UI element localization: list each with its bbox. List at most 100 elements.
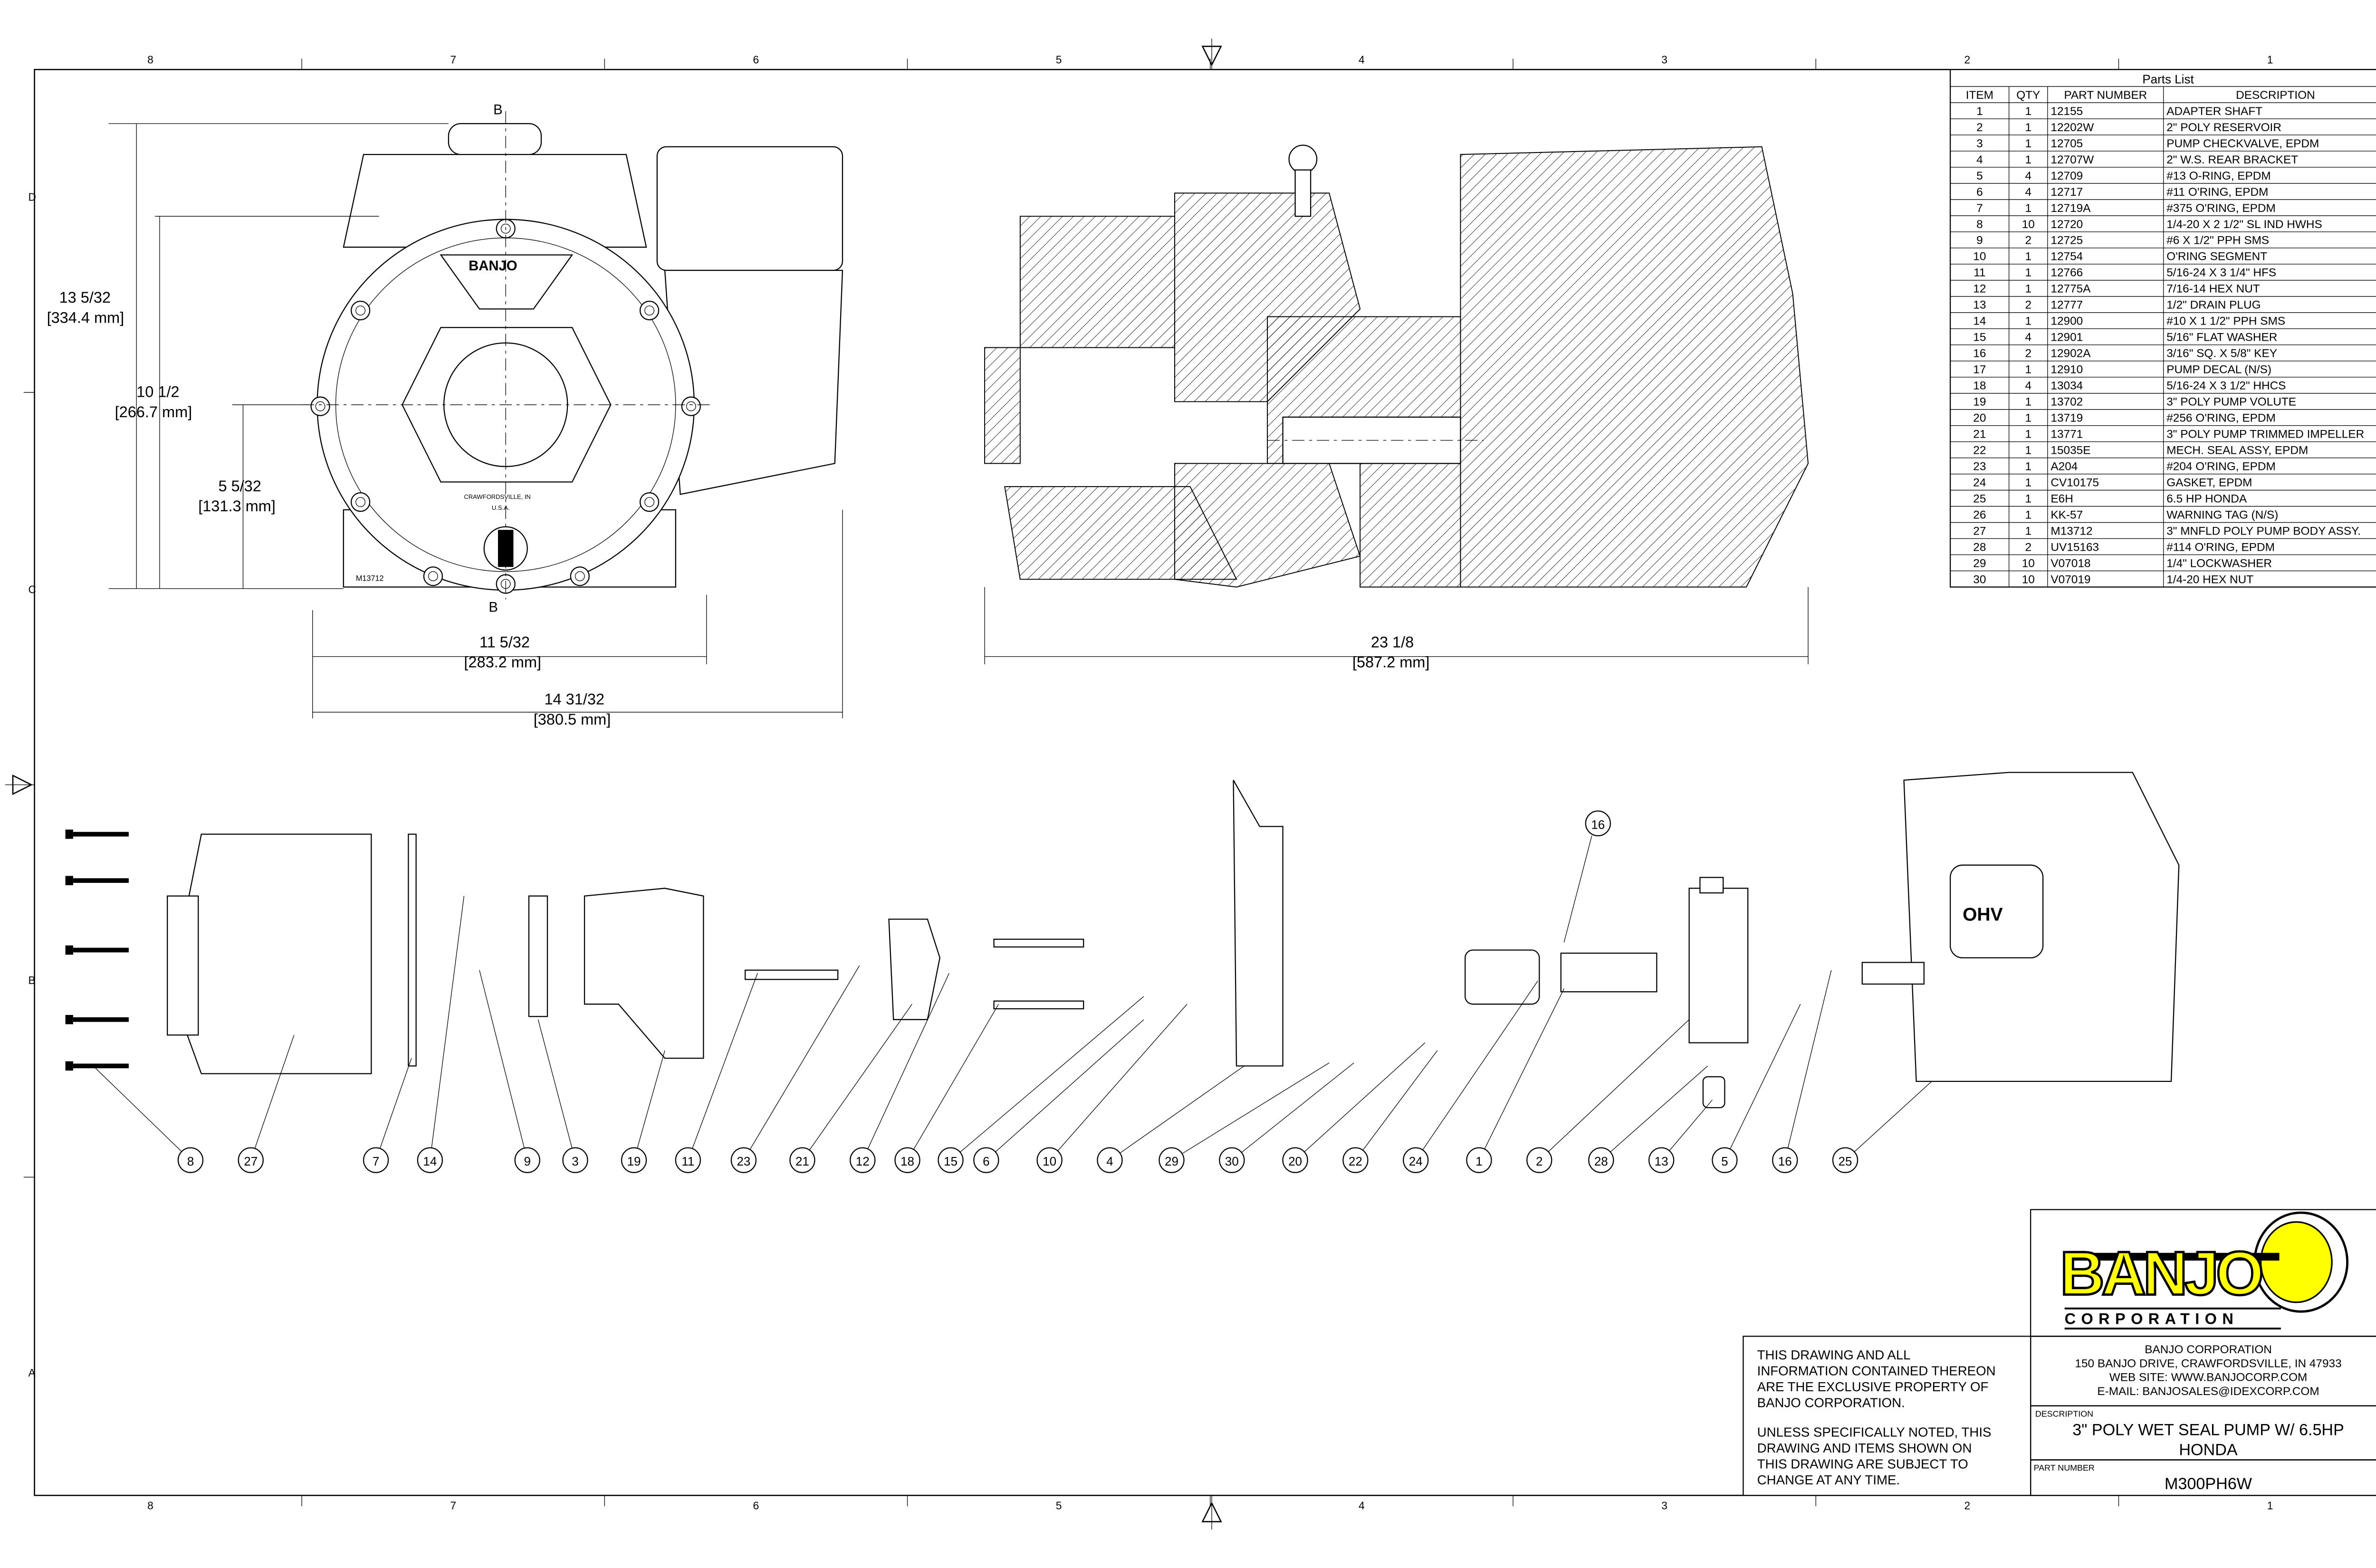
balloon: 3 — [537, 1019, 588, 1173]
zone-column-label: 2 — [1964, 53, 1971, 66]
item-cell: 22 — [1973, 444, 1986, 457]
bolt-icon — [65, 829, 129, 839]
balloon-label: 15 — [944, 1154, 958, 1168]
balloon: 12 — [850, 973, 949, 1173]
qty-cell: 2 — [2025, 234, 2031, 247]
part-number-cell: 12155 — [2050, 105, 2083, 118]
balloon-label: 18 — [901, 1154, 914, 1168]
part-number-label: PART NUMBER — [2034, 1463, 2095, 1472]
part-number-cell: 13034 — [2050, 380, 2083, 392]
balloon-label: 22 — [1349, 1154, 1362, 1168]
part-number: M300PH6W — [2165, 1475, 2252, 1493]
qty-cell: 1 — [2025, 363, 2031, 376]
qty-cell: 1 — [2025, 476, 2031, 489]
part-number-cell: 12705 — [2050, 137, 2083, 150]
part-number-cell: 12707W — [2050, 153, 2094, 166]
part-number-cell: 15035E — [2050, 444, 2090, 457]
balloon-label: 21 — [795, 1154, 809, 1168]
balloon-label: 9 — [524, 1154, 530, 1168]
balloon-label: 4 — [1106, 1154, 1113, 1168]
item-cell: 21 — [1973, 428, 1986, 441]
qty-cell: 1 — [2025, 492, 2031, 505]
dim-length: 23 1/8 — [1371, 633, 1414, 650]
centering-arrows — [5, 38, 1222, 1530]
balloon: 28 — [1588, 1065, 1708, 1173]
qty-cell: 1 — [2025, 396, 2031, 409]
description-cell: 7/16-14 HEX NUT — [2166, 283, 2260, 296]
balloon: 15 — [938, 996, 1144, 1173]
balloon-label: 16 — [1778, 1154, 1792, 1168]
qty-cell: 1 — [2025, 315, 2031, 328]
dim-width-body-mm: [283.2 mm] — [464, 654, 541, 671]
balloon-label: 30 — [1225, 1154, 1239, 1168]
disclaimer-line: BANJO CORPORATION. — [1757, 1396, 1905, 1410]
qty-cell: 1 — [2025, 412, 2031, 425]
item-cell: 13 — [1973, 299, 1986, 312]
qty-cell: 4 — [2025, 380, 2031, 392]
balloon: 13 — [1648, 1100, 1713, 1173]
bolt-head-icon — [423, 566, 443, 586]
balloon: 16 — [1563, 810, 1611, 943]
balloon-label: 8 — [187, 1154, 194, 1168]
balloon-label: 27 — [244, 1154, 258, 1168]
balloon: 21 — [789, 1004, 912, 1173]
bolt-head-icon — [350, 492, 371, 512]
zone-column-label: 8 — [147, 1499, 153, 1511]
balloon: 16 — [1772, 970, 1832, 1173]
balloon-label: 3 — [572, 1154, 578, 1168]
banjo-logo: BANJO CORPORATION — [2059, 1211, 2349, 1330]
balloon: 19 — [621, 1050, 665, 1173]
zone-column-label: 5 — [1056, 53, 1062, 66]
zone-row-label: C — [29, 583, 36, 595]
bolt-head-icon — [681, 396, 701, 416]
description-cell: PUMP DECAL (N/S) — [2166, 363, 2271, 376]
item-cell: 16 — [1973, 347, 1986, 360]
description-cell: 3/16" SQ. X 5/8" KEY — [2166, 347, 2277, 360]
dim-height-mid: 10 1/2 — [136, 383, 179, 401]
zone-column-label: 6 — [753, 53, 759, 66]
disclaimer-line: THIS DRAWING ARE SUBJECT TO — [1757, 1457, 1968, 1472]
item-cell: 30 — [1973, 573, 1986, 586]
zone-column-label: 3 — [1661, 1499, 1667, 1511]
part-number-cell: 12775A — [2050, 283, 2091, 296]
item-cell: 26 — [1973, 508, 1986, 521]
description-cell: #10 X 1 1/2" PPH SMS — [2166, 315, 2285, 328]
zone-column-label: 1 — [2267, 53, 2273, 66]
column-header: QTY — [2016, 89, 2040, 102]
company-name: BANJO CORPORATION — [2145, 1343, 2272, 1356]
balloon-label: 29 — [1165, 1154, 1178, 1168]
description-cell: MECH. SEAL ASSY, EPDM — [2166, 444, 2308, 457]
zone-row-label: D — [29, 191, 36, 203]
balloon: 24 — [1403, 981, 1538, 1173]
balloon-label: 6 — [983, 1154, 989, 1168]
company-email: E-MAIL: BANJOSALES@IDEXCORP.COM — [2097, 1385, 2319, 1398]
part-number-cell: 12754 — [2050, 250, 2083, 263]
item-cell: 9 — [1976, 234, 1983, 247]
balloon: 6 — [973, 1019, 1144, 1173]
drawing-frame: 8877665544332211DDCCBBAA — [5, 38, 2376, 1530]
item-cell: 29 — [1973, 557, 1986, 570]
dim-width-total: 14 31/32 — [544, 691, 604, 708]
balloon: 2 — [1526, 1019, 1690, 1173]
section-label-bottom: B — [489, 600, 498, 615]
item-cell: 1 — [1976, 105, 1983, 118]
description-cell: 5/16-24 X 3 1/4" HFS — [2166, 267, 2276, 279]
item-cell: 18 — [1973, 380, 1986, 392]
part-number-cell: CV10175 — [2050, 476, 2099, 489]
zone-column-label: 4 — [1359, 1499, 1365, 1511]
